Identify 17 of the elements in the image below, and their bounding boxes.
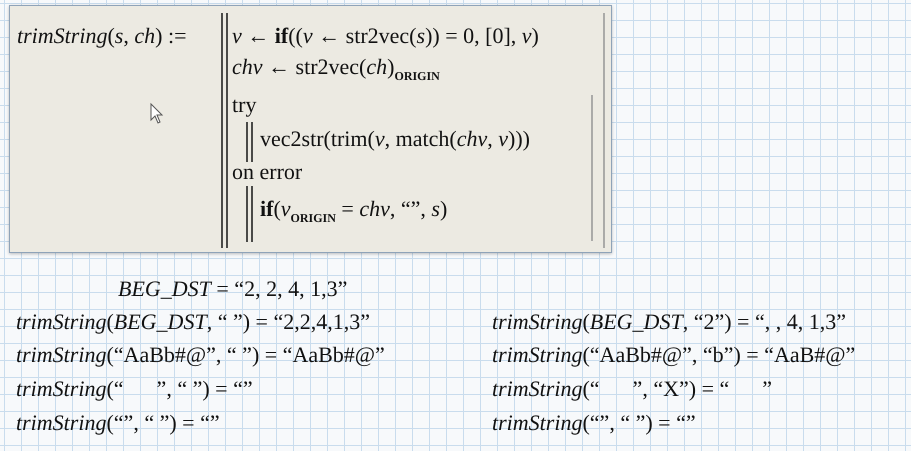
- math-expression: trimString(BEG_DST, “ ”) = “2,2,4,1,3”: [16, 309, 370, 335]
- program-line: v ← if((v ← str2vec(s)) = 0, [0], v): [232, 23, 539, 49]
- program-line: chv ← str2vec(ch)$_{ORIGIN}$: [232, 54, 440, 85]
- math-expression: trimString(“AaBb#@”, “ ”) = “AaBb#@”: [16, 342, 385, 368]
- math-expression: trimString(“ ”, “X”) = “ ”: [492, 376, 772, 402]
- keyword: on error: [232, 159, 302, 185]
- math-expression: BEG_DST = “2, 2, 4, 1,3”: [118, 276, 348, 302]
- math-expression: trimString(BEG_DST, “2”) = “, , 4, 1,3”: [492, 309, 846, 335]
- program-block: [9, 5, 612, 253]
- program-line: if(v$_{ORIGIN}$ = chv, “”, s): [260, 196, 448, 227]
- math-expression: trimString(“”, “ ”) = “”: [492, 410, 696, 436]
- keyword: try: [232, 92, 256, 118]
- math-expression: trimString(“ ”, “ ”) = “”: [16, 376, 253, 402]
- program-line: vec2str(trim(v, match(chv, v))): [260, 126, 530, 152]
- math-expression: trimString(“”, “ ”) = “”: [16, 410, 220, 436]
- math-expression: trimString(“AaBb#@”, “b”) = “AaB#@”: [492, 342, 856, 368]
- function-definition: trimString(s, ch) :=: [17, 23, 186, 49]
